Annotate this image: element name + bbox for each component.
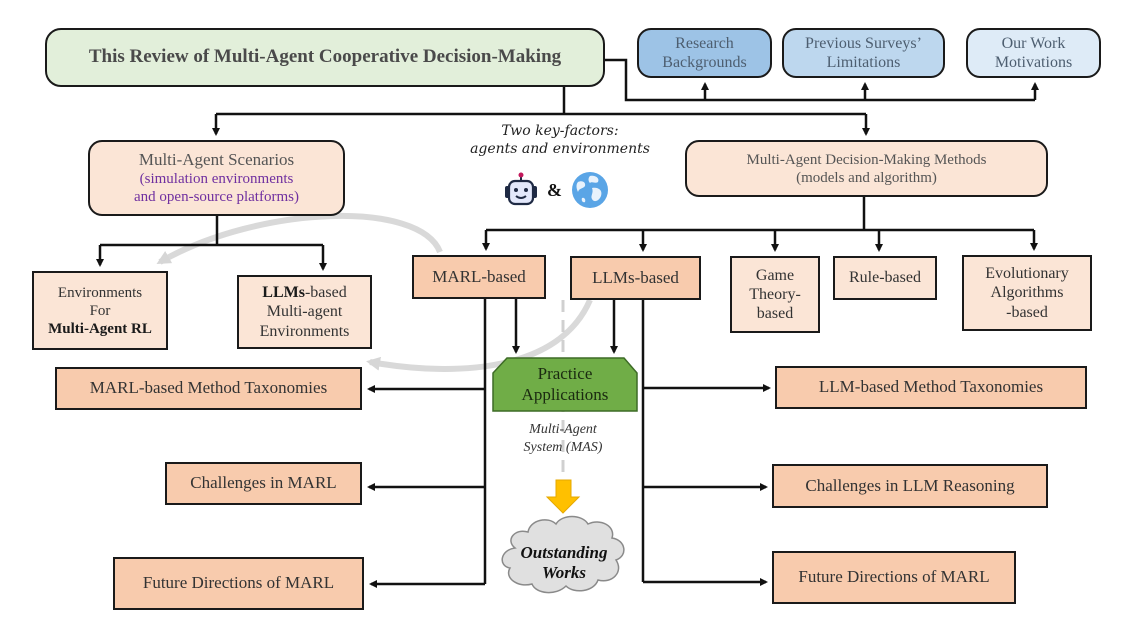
evolutionary-line3: -based	[1006, 303, 1048, 321]
rule-based-label: Rule-based	[849, 269, 921, 287]
marl-challenges-label: Challenges in MARL	[190, 473, 337, 493]
env-multi-agent-rl-box[interactable]: Environments For Multi-Agent RL	[32, 271, 168, 350]
review-title-box[interactable]: This Review of Multi-Agent Cooperative D…	[45, 28, 605, 87]
marl-challenges-box[interactable]: Challenges in MARL	[165, 462, 362, 505]
marl-taxonomies-box[interactable]: MARL-based Method Taxonomies	[55, 367, 362, 410]
key-factors-line2: agents and environments	[470, 141, 650, 158]
llm-challenges-label: Challenges in LLM Reasoning	[805, 475, 1015, 495]
env-rl-line1: Environments	[57, 284, 143, 301]
llm-env-rest: -based	[304, 284, 347, 302]
evolutionary-box[interactable]: Evolutionary Algorithms -based	[962, 255, 1092, 331]
evolutionary-line1: Evolutionary	[985, 265, 1069, 283]
decision-making-methods-box[interactable]: Multi-Agent Decision-Making Methods (mod…	[685, 140, 1048, 197]
practice-line2: Applications	[521, 384, 609, 404]
llm-future-label: Future Directions of MARL	[798, 567, 990, 587]
marl-based-box[interactable]: MARL-based	[412, 255, 546, 299]
game-theory-line1: Game	[755, 266, 795, 284]
marl-taxonomies-label: MARL-based Method Taxonomies	[89, 378, 328, 398]
research-backgrounds-box[interactable]: Research Backgrounds	[637, 28, 772, 78]
outstanding-line1: Outstanding	[520, 543, 608, 563]
llm-challenges-box[interactable]: Challenges in LLM Reasoning	[772, 464, 1048, 508]
llm-env-bold: LLMs	[262, 284, 305, 302]
ampersand: &	[547, 179, 562, 200]
robot-icon	[505, 172, 537, 206]
work-motivations-line1: Our Work	[1001, 34, 1066, 52]
outstanding-line2: Works	[541, 563, 587, 582]
outstanding-works-label[interactable]: Outstanding Works	[505, 540, 623, 586]
key-factors-icons: &	[503, 170, 623, 210]
scenarios-sub2: and open-source platforms)	[134, 189, 299, 206]
evolutionary-line2: Algorithms	[990, 284, 1064, 302]
scenarios-sub1: (simulation environments	[139, 171, 294, 188]
llm-taxonomies-label: LLM-based Method Taxonomies	[818, 377, 1044, 397]
mas-note: Multi-Agent System (MAS)	[500, 421, 626, 457]
llm-future-box[interactable]: Future Directions of MARL	[772, 551, 1016, 604]
previous-surveys-line1: Previous Surveys’	[805, 34, 922, 52]
key-factors-line1: Two key-factors:	[501, 123, 619, 139]
work-motivations-line2: Motivations	[994, 54, 1073, 71]
env-rl-line3: Multi-Agent RL	[48, 320, 152, 337]
marl-future-label: Future Directions of MARL	[142, 573, 335, 593]
game-theory-line2: Theory-	[749, 285, 801, 303]
marl-future-box[interactable]: Future Directions of MARL	[113, 557, 364, 610]
research-backgrounds-line1: Research	[675, 34, 734, 52]
methods-title: Multi-Agent Decision-Making Methods	[746, 151, 987, 168]
llms-based-box[interactable]: LLMs-based	[570, 256, 701, 300]
llm-env-line3: Environments	[259, 322, 350, 340]
previous-surveys-line2: Limitations	[826, 54, 901, 71]
rule-based-box[interactable]: Rule-based	[833, 256, 937, 300]
work-motivations-box[interactable]: Our Work Motivations	[966, 28, 1101, 78]
mas-note-line1: Multi-Agent	[529, 422, 597, 437]
llm-taxonomies-box[interactable]: LLM-based Method Taxonomies	[775, 366, 1087, 409]
env-rl-line2: For	[89, 302, 111, 319]
marl-based-label: MARL-based	[432, 266, 526, 286]
key-factors-note: Two key-factors: agents and environments	[455, 122, 665, 158]
scenarios-title: Multi-Agent Scenarios	[138, 149, 295, 169]
practice-line1: Practice	[537, 364, 593, 384]
multi-agent-scenarios-box[interactable]: Multi-Agent Scenarios (simulation enviro…	[88, 140, 345, 216]
review-title: This Review of Multi-Agent Cooperative D…	[88, 46, 562, 68]
practice-applications-box[interactable]: Practice Applications	[493, 358, 637, 411]
llm-multi-agent-env-box[interactable]: LLMs-based Multi-agent Environments	[237, 275, 372, 349]
game-theory-box[interactable]: Game Theory- based	[730, 256, 820, 333]
llm-env-line2: Multi-agent	[266, 303, 343, 321]
yellow-down-arrow	[545, 479, 581, 514]
llms-based-label: LLMs-based	[592, 267, 679, 287]
mas-note-line2: System (MAS)	[523, 440, 603, 456]
globe-icon	[572, 172, 608, 208]
research-backgrounds-line2: Backgrounds	[662, 54, 747, 71]
game-theory-line3: based	[756, 305, 794, 323]
previous-surveys-box[interactable]: Previous Surveys’ Limitations	[782, 28, 945, 78]
methods-sub: (models and algorithm)	[796, 169, 937, 186]
curved-link-arc-top	[156, 212, 443, 265]
